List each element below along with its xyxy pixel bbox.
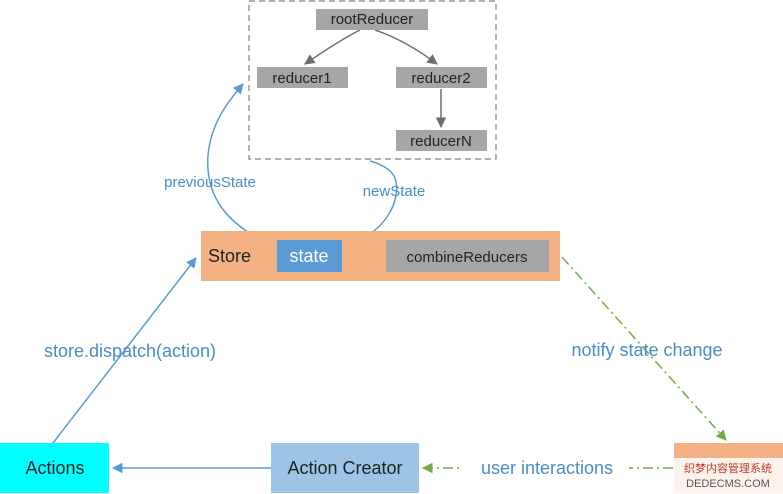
reducers-container: [248, 0, 497, 160]
reducer1-node: reducer1: [257, 67, 348, 88]
previous-state-arrow: [206, 83, 277, 248]
root-reducer-node: rootReducer: [316, 9, 428, 30]
new-state-label: newState: [363, 183, 426, 200]
combine-reducers-label: combineReducers: [407, 249, 528, 266]
root-to-reducer2-arrow: [374, 29, 438, 65]
notify-arrow: [561, 256, 727, 441]
root-reducer-label: rootReducer: [331, 11, 414, 28]
reducer2-label: reducer2: [411, 70, 470, 87]
user-interactions-label-bg: [463, 456, 629, 480]
reducer1-label: reducer1: [272, 70, 331, 87]
watermark-line1: 织梦内容管理系统: [684, 461, 772, 475]
root-to-reducer1-arrow: [304, 29, 361, 65]
reducer2-node: reducer2: [396, 67, 487, 88]
action-creator-node: Action Creator: [271, 443, 419, 493]
watermark-bg: [674, 458, 783, 493]
store-label: Store: [208, 246, 251, 266]
action-creator-label: Action Creator: [287, 458, 402, 478]
actions-label: Actions: [25, 458, 84, 478]
user-interactions-label: user interactions: [481, 458, 613, 478]
actions-node: Actions: [0, 443, 109, 493]
store-node: Store state combineReducers: [201, 231, 560, 281]
state-box: [277, 240, 342, 272]
watermark-line2: DEDECMS.COM: [686, 478, 770, 490]
notify-label: notify state change: [571, 340, 722, 360]
dispatch-label: store.dispatch(action): [44, 341, 216, 361]
reducerN-node: reducerN: [396, 130, 487, 151]
previous-state-label: previousState: [164, 174, 256, 191]
state-label: state: [289, 246, 328, 266]
dispatch-arrow: [52, 257, 197, 444]
combine-reducers-box: [386, 240, 549, 272]
view-node: 织梦内容管理系统 DEDECMS.COM: [674, 443, 783, 493]
reducerN-label: reducerN: [410, 133, 472, 150]
